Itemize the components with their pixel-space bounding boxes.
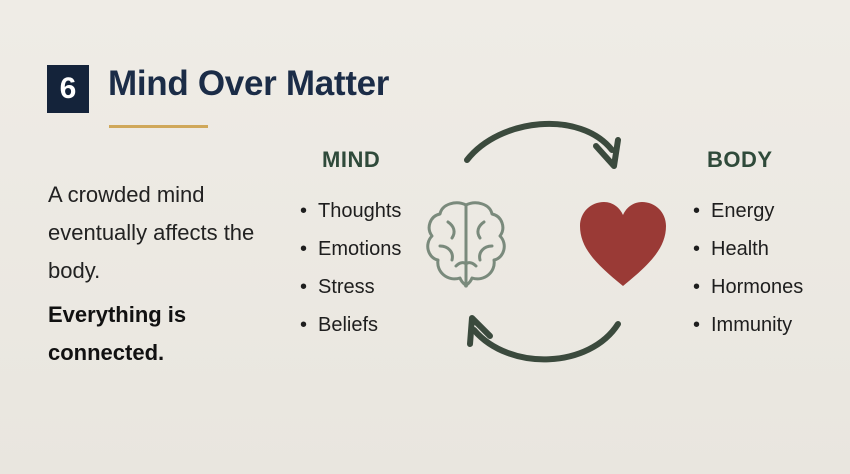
- list-item-label: Health: [711, 238, 769, 260]
- lead-text: A crowded mind eventually affects the bo…: [48, 182, 255, 283]
- curved-arrow-right-icon: [464, 120, 621, 169]
- mind-list: •Thoughts •Emotions •Stress •Beliefs: [300, 198, 401, 350]
- list-item: •Stress: [300, 276, 375, 298]
- curved-arrow-left-icon: [467, 315, 621, 363]
- slide-title: Mind Over Matter: [108, 64, 390, 103]
- list-item: •Emotions: [300, 238, 402, 260]
- list-item: •Health: [693, 238, 769, 260]
- mind-heading: MIND: [322, 147, 381, 172]
- title-underline: [109, 125, 208, 128]
- list-item: •Immunity: [693, 314, 793, 336]
- list-item-label: Thoughts: [318, 200, 402, 222]
- list-item: •Thoughts: [300, 200, 402, 222]
- body-heading: BODY: [707, 147, 773, 172]
- list-item-label: Immunity: [711, 314, 793, 336]
- heart-icon: [580, 202, 666, 286]
- list-item-label: Hormones: [711, 276, 804, 298]
- list-item-label: Energy: [711, 200, 775, 222]
- list-item-label: Emotions: [318, 238, 402, 260]
- list-item: •Energy: [693, 200, 775, 222]
- list-item-label: Beliefs: [318, 314, 379, 336]
- body-list: •Energy •Health •Hormones •Immunity: [693, 198, 803, 350]
- list-item: •Hormones: [693, 276, 804, 298]
- brain-icon: [426, 201, 506, 288]
- emphasis-text: Everything is connected.: [48, 302, 187, 365]
- list-item: •Beliefs: [300, 314, 379, 336]
- slide-number-badge: 6: [47, 65, 89, 113]
- slide-number: 6: [59, 72, 77, 105]
- list-item-label: Stress: [318, 276, 375, 298]
